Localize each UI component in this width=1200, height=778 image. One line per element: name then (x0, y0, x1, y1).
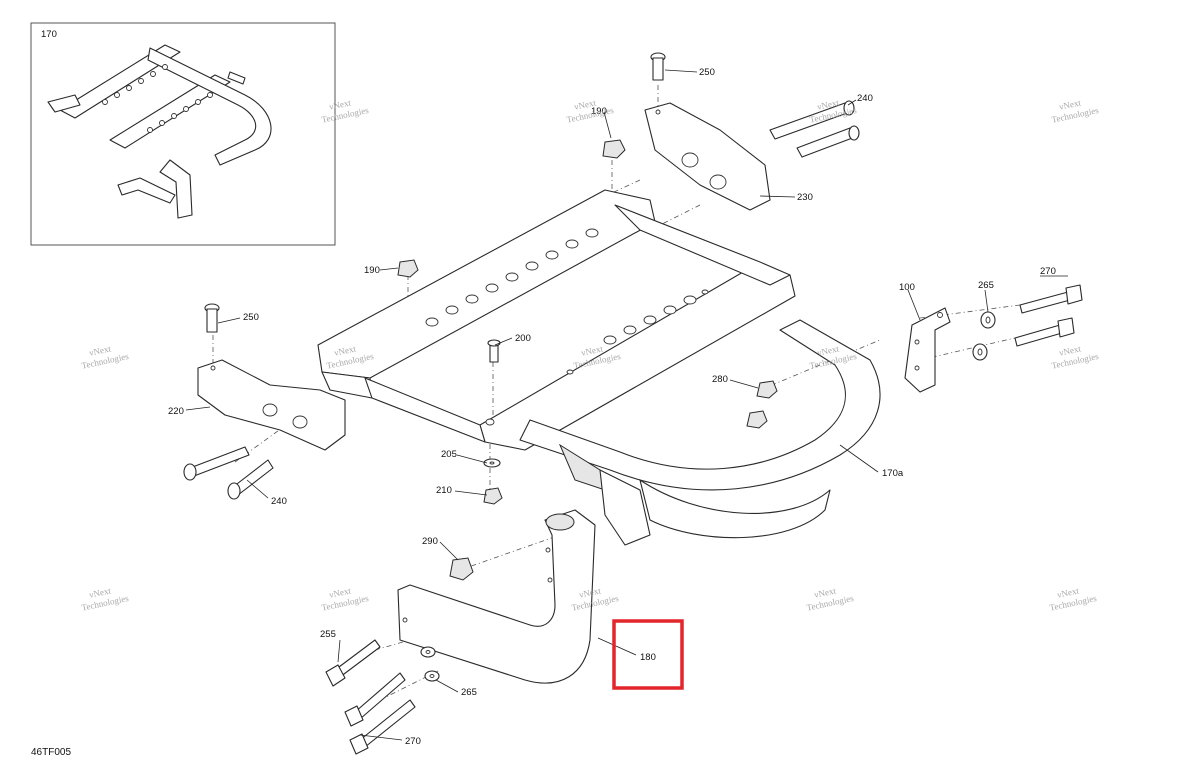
callout-250: 250 (243, 312, 259, 323)
callout-200: 200 (515, 333, 531, 344)
svg-text:vNext: vNext (328, 97, 352, 111)
rail-holes-lower (603, 295, 697, 345)
nut-190-left (397, 259, 419, 278)
svg-text:vNext: vNext (816, 343, 840, 357)
step-180 (397, 509, 596, 684)
callout-180[interactable]: 180 (640, 652, 656, 663)
watermark-2: vNext Technologies (566, 97, 615, 124)
watermarks: vNext Technologies vNext Technologies vN… (81, 97, 1100, 612)
callout-270: 270 (405, 736, 421, 747)
callout-265: 265 (978, 280, 994, 291)
nut-280-a (756, 380, 778, 399)
svg-text:vNext: vNext (578, 585, 602, 599)
leader-lines (185, 69, 1068, 741)
callout-190: 190 (364, 265, 380, 276)
nuts (397, 139, 778, 581)
callout-255: 255 (320, 629, 336, 640)
nut-280-b (746, 410, 768, 429)
callout-290: 290 (422, 536, 438, 547)
svg-text:vNext: vNext (333, 343, 357, 357)
bolt-250-top (650, 52, 666, 81)
nut-290 (449, 557, 474, 581)
callout-numbers: 250 240 190 230 190 250 200 100 265 270 … (168, 67, 1056, 747)
svg-text:vNext: vNext (1056, 585, 1080, 599)
bracket-100 (904, 307, 951, 393)
washers-265-bottom (420, 646, 440, 682)
svg-text:vNext: vNext (816, 97, 840, 111)
watermark-5: vNext Technologies (81, 343, 130, 370)
callout-170a: 170a (882, 468, 904, 479)
callout-205: 205 (441, 449, 457, 460)
bolts-270-right (1014, 284, 1083, 347)
inset-frame-drawing (47, 44, 272, 219)
bolts-270-bottom (344, 672, 416, 755)
bolt-255 (325, 639, 381, 687)
svg-text:vNext: vNext (88, 585, 112, 599)
main-frame-170a (317, 189, 881, 546)
inset-label: 170 (41, 29, 57, 40)
svg-text:vNext: vNext (88, 343, 112, 357)
watermark-14: vNext Technologies (1049, 585, 1098, 612)
bracket-220 (197, 359, 346, 451)
inset-assembly-view: 170 (30, 22, 336, 246)
callout-280: 280 (712, 374, 728, 385)
callout-220: 220 (168, 406, 184, 417)
rail-holes-upper (425, 228, 599, 327)
callout-240: 240 (857, 93, 873, 104)
callout-230: 230 (797, 192, 813, 203)
watermark-13: vNext Technologies (806, 585, 855, 612)
callout-210: 210 (436, 485, 452, 496)
svg-text:vNext: vNext (813, 585, 837, 599)
watermark-4: vNext Technologies (1051, 97, 1100, 124)
watermark-3: vNext Technologies (809, 97, 858, 124)
callout-250: 250 (699, 67, 715, 78)
callout-270: 270 (1040, 266, 1056, 277)
svg-text:vNext: vNext (328, 585, 352, 599)
callout-190: 190 (591, 106, 607, 117)
svg-text:vNext: vNext (1058, 97, 1082, 111)
diagram-code: 46TF005 (31, 747, 71, 758)
watermark-10: vNext Technologies (81, 585, 130, 612)
nut-210 (483, 487, 503, 505)
pins-240-left (183, 446, 274, 500)
bolt-250-left (204, 303, 220, 333)
pins-240-top (769, 100, 860, 158)
svg-text:vNext: vNext (1058, 343, 1082, 357)
washers-265-right (972, 311, 996, 361)
bracket-230 (644, 102, 771, 211)
watermark-11: vNext Technologies (321, 585, 370, 612)
nut-190-top (602, 139, 626, 159)
callout-265: 265 (461, 687, 477, 698)
highlight-box-180[interactable] (612, 619, 684, 690)
svg-text:vNext: vNext (573, 97, 597, 111)
callout-240: 240 (271, 496, 287, 507)
watermark-9: vNext Technologies (1051, 343, 1100, 370)
svg-text:vNext: vNext (580, 343, 604, 357)
callout-100: 100 (899, 282, 915, 293)
